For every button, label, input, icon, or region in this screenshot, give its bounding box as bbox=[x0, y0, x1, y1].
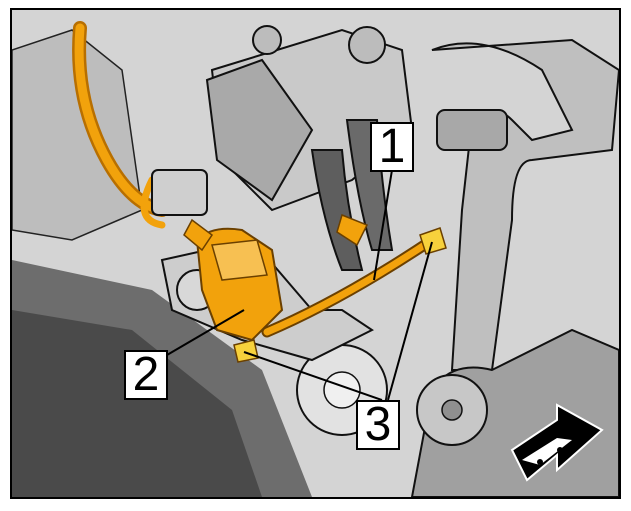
diagram-frame: 1 2 3 bbox=[10, 8, 621, 499]
engine-illustration bbox=[12, 10, 619, 497]
mount-center bbox=[323, 371, 361, 409]
bracket-bolt bbox=[441, 399, 463, 421]
sensor-cable-end bbox=[183, 218, 214, 252]
vehicle-front-arrow-icon bbox=[510, 403, 604, 482]
callout-3: 3 bbox=[356, 400, 400, 450]
engine-block-dark bbox=[12, 310, 262, 497]
hose-clamp bbox=[436, 109, 508, 151]
rod-bracket bbox=[336, 213, 369, 247]
leader-line-3a bbox=[243, 351, 383, 401]
harness-connector bbox=[151, 169, 208, 216]
callout-2: 2 bbox=[124, 350, 168, 400]
leader-line-2 bbox=[166, 309, 245, 356]
sensor-rod bbox=[263, 236, 436, 336]
callout-1: 1 bbox=[370, 122, 414, 172]
sensor-top bbox=[211, 239, 268, 281]
valve-housing-side bbox=[205, 58, 314, 202]
leader-line-1 bbox=[373, 169, 393, 281]
housing-bolt-top bbox=[348, 26, 386, 64]
clip-upper bbox=[419, 227, 447, 255]
leader-line-3b bbox=[387, 241, 433, 401]
harness-loop bbox=[140, 176, 166, 229]
clip-lower bbox=[233, 339, 259, 363]
housing-bolt-left bbox=[252, 25, 282, 55]
